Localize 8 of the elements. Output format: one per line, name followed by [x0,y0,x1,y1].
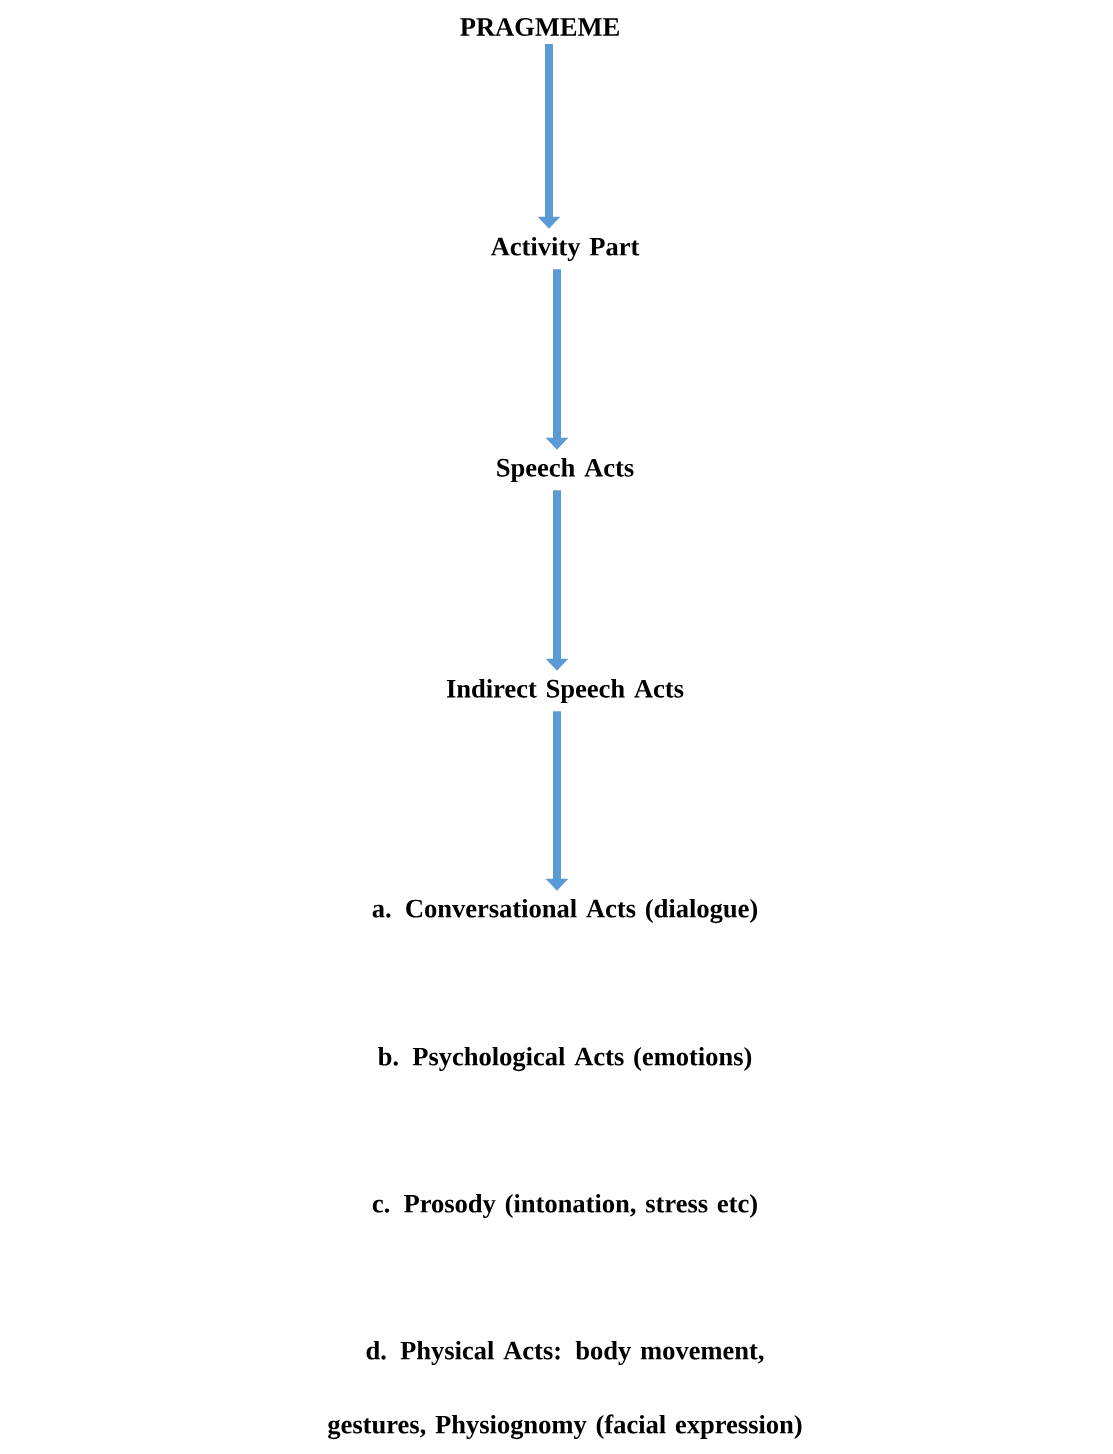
heading-text: PRAGMEME [460,18,619,36]
heading-text: Indirect Speech Acts [446,679,684,704]
heading-text: Speech Acts [497,458,634,483]
heading-text: a. Conversational Acts (dialogue) [372,898,758,924]
heading-text: c. Prosody (intonation, stress etc) [372,1193,757,1219]
heading-text: d. Physical Acts: body movement, gestures, Physiognomy (facial expression) [328,1340,802,1440]
heading-text: b. Psychological Acts (emotions) [378,1046,752,1072]
heading-text: Activity Part [490,236,640,262]
